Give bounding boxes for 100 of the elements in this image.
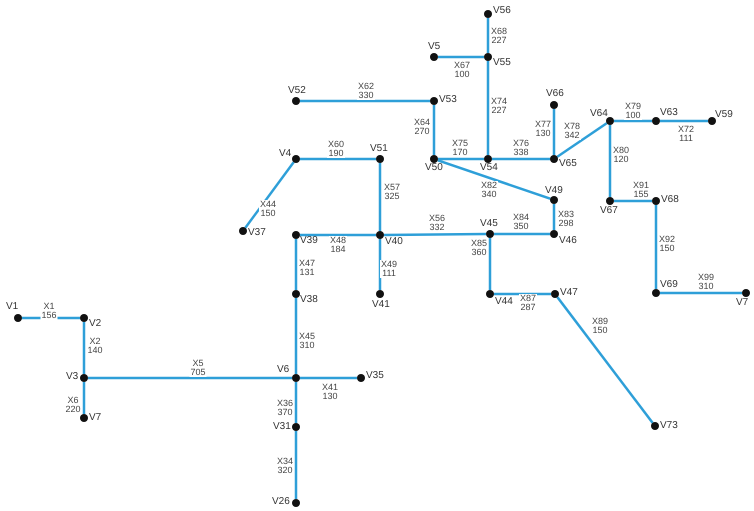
edge-label: X41 130 [321,383,339,401]
edge-label: X48 184 [329,236,347,254]
edge-label: X36 370 [276,399,294,417]
vertex-label: V26 [272,497,290,507]
connector-line [486,18,490,53]
connector-line [384,232,486,236]
edge-label: X34 320 [276,457,294,475]
vertex-label: V65 [559,159,577,169]
connector-line [552,109,556,155]
connector-line [494,292,551,296]
vertex-label: V50 [425,163,443,173]
vertex-label: V53 [439,95,457,105]
edge-label: X5 705 [190,359,206,377]
vertex-label: V67 [600,206,618,216]
connector-line [494,232,550,236]
vertex-label: V37 [248,228,266,238]
vertex-label: V52 [288,86,306,96]
edge-label: X78 342 [563,122,581,140]
edge-label: X6 220 [64,396,82,414]
connector-line [556,122,608,158]
vertex-label: V54 [480,163,498,173]
vertex-label: V1 [6,302,18,312]
connector-line [82,322,86,374]
edge-label: X99 310 [697,273,715,291]
edge-label: X2 140 [86,337,104,355]
connector-line [378,239,382,290]
edge-label: X57 325 [383,183,401,201]
connector-line [22,316,80,320]
connector-line [608,125,612,197]
connector-line [300,100,430,102]
edge-label: X67 100 [453,61,471,79]
vertex-label: V31 [273,422,291,432]
vertex-label: V55 [493,58,511,68]
edge-label: X74 227 [490,97,508,115]
edge-label: X72 111 [677,125,695,143]
connector-line [614,200,652,202]
connector-line [492,158,550,160]
edge-label: X1 156 [40,302,58,320]
vertex-label: V5 [428,42,440,52]
connector-line [82,382,86,414]
edge-label: X56 332 [428,214,446,232]
edge-label: X83 298 [557,210,575,228]
edge-label: X60 190 [327,140,345,158]
vertex-label: V45 [480,219,498,229]
connector-line [294,239,298,290]
edge-label: X75 170 [451,139,469,157]
connector-line [486,61,490,155]
connector-line [300,158,376,160]
connector-line [488,238,492,290]
vertex-label: V39 [300,236,318,246]
connector-line [300,376,357,380]
vertex-label: V7 [736,298,748,308]
connector-line [437,159,551,200]
vertex-label: V40 [385,237,403,247]
vertex-label: V6 [277,365,290,375]
connector-line [432,105,436,155]
connector-line [378,163,382,231]
edge-label: X85 360 [470,239,488,257]
vertex-label: V68 [661,195,679,205]
connector-line [294,431,298,499]
connector-line [294,298,298,374]
vertex-label: V35 [366,371,384,381]
connector-line [244,161,295,229]
connector-line [654,205,658,289]
vertex-label: V2 [89,319,102,329]
edge-label: X64 270 [413,118,431,136]
edge-label: X92 150 [658,235,676,253]
connector-line [660,120,708,122]
edge-label: X49 111 [380,260,398,278]
connector-line [614,120,652,122]
vertex-label: V66 [546,89,564,99]
vertex-label: V56 [493,6,511,16]
edge-label: X89 150 [591,317,609,335]
vertex-label: V4 [279,149,292,159]
vertex-label: V59 [715,110,733,120]
vertex-label: V69 [660,280,678,290]
edge-label: X87 287 [519,294,537,312]
edge-label: X44 150 [259,200,277,218]
edge-label: X68 227 [490,27,508,45]
connector-line [88,376,292,380]
edge-label: X47 131 [298,259,316,277]
connector-line [300,234,376,236]
vertex-label: V47 [560,288,578,298]
edge-label: X62 330 [357,82,375,100]
connector-line [438,158,484,160]
edge-label: X77 130 [534,120,552,138]
edge-label: X79 100 [624,102,642,120]
vertex-label: V3 [66,372,78,382]
edge-label: X80 120 [612,146,630,164]
vertex-label: V46 [559,236,577,246]
edge-label: X45 310 [298,332,316,350]
edge-label: X76 338 [512,139,530,157]
edge-label: X84 350 [512,213,530,231]
connector-line [438,56,484,58]
connector-line [552,204,556,230]
vertex-label: V38 [300,295,318,305]
vertex-label: V63 [660,108,678,118]
edge-label: X82 340 [480,181,498,199]
vertex-label: V41 [372,300,390,310]
edge-label: X91 155 [632,181,650,199]
